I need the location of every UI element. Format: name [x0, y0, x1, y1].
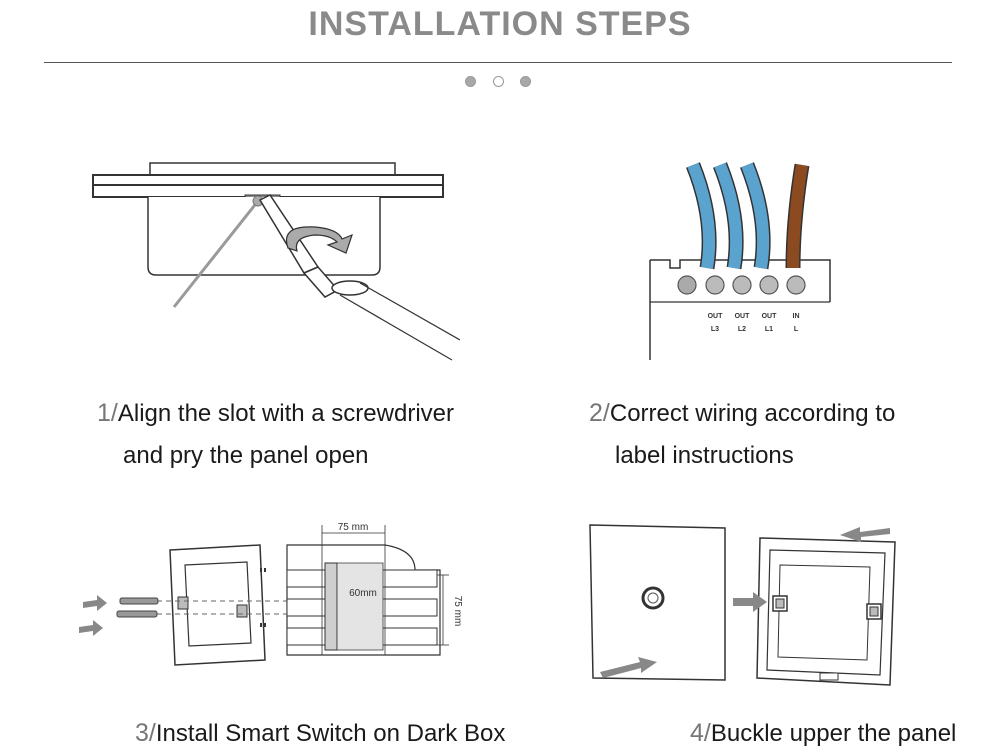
step-text: Buckle upper the panel [710, 720, 957, 747]
terminal-top-label: OUT [708, 313, 724, 320]
pager-dot-2[interactable] [493, 76, 504, 87]
wire-l1 [740, 162, 771, 270]
wire-l2 [713, 162, 744, 270]
arrow-icon [600, 657, 657, 678]
pager-dot-3[interactable] [520, 76, 531, 87]
step3-mount-illustration: 75 mm 60mm 75 mm [79, 522, 463, 666]
terminal-bottom-label: L3 [711, 326, 719, 333]
terminal-bottom-label: L [794, 326, 799, 333]
step4-caption: 4/Buckle upper the panel [690, 712, 956, 755]
arrow-icon [840, 527, 890, 542]
wire-l3 [686, 162, 717, 270]
dimension-width-label: 75 mm [338, 522, 369, 533]
step2-caption: 2/Correct wiring according to label inst… [589, 392, 895, 477]
step-text: label instructions [615, 442, 794, 469]
step-number: 1/ [97, 399, 118, 427]
dimension-height-label: 75 mm [452, 596, 463, 627]
terminal-top-label: IN [793, 313, 800, 320]
arrow-icon [733, 592, 767, 612]
step3-caption: 3/Install Smart Switch on Dark Box [135, 712, 505, 755]
step-number: 2/ [589, 399, 610, 427]
step-number: 3/ [135, 719, 156, 747]
arrow-icon [79, 620, 103, 636]
terminal-top-label: OUT [735, 313, 751, 320]
terminal-bottom-label: L2 [738, 326, 746, 333]
step2-wiring-illustration: OUT L3 OUT L2 OUT L1 IN L [649, 162, 831, 360]
step-number: 4/ [690, 719, 711, 747]
pager-dot-1[interactable] [465, 76, 476, 87]
title-divider [44, 62, 952, 63]
dimension-spacing-label: 60mm [349, 588, 377, 599]
wire-l [785, 163, 810, 269]
arrow-icon [83, 595, 107, 611]
step1-caption: 1/Align the slot with a screwdriver and … [97, 392, 454, 477]
step-text: Correct wiring according to [609, 400, 896, 427]
step-text: Align the slot with a screwdriver [117, 400, 454, 427]
step-text: Install Smart Switch on Dark Box [155, 720, 506, 747]
terminal-top-label: OUT [762, 313, 778, 320]
step-text: and pry the panel open [123, 442, 369, 469]
step4-buckle-illustration [589, 524, 896, 686]
page-title: INSTALLATION STEPS [308, 5, 692, 43]
step1-pry-illustration [92, 162, 460, 361]
terminal-bottom-label: L1 [765, 326, 773, 333]
pager-dots [463, 76, 543, 90]
